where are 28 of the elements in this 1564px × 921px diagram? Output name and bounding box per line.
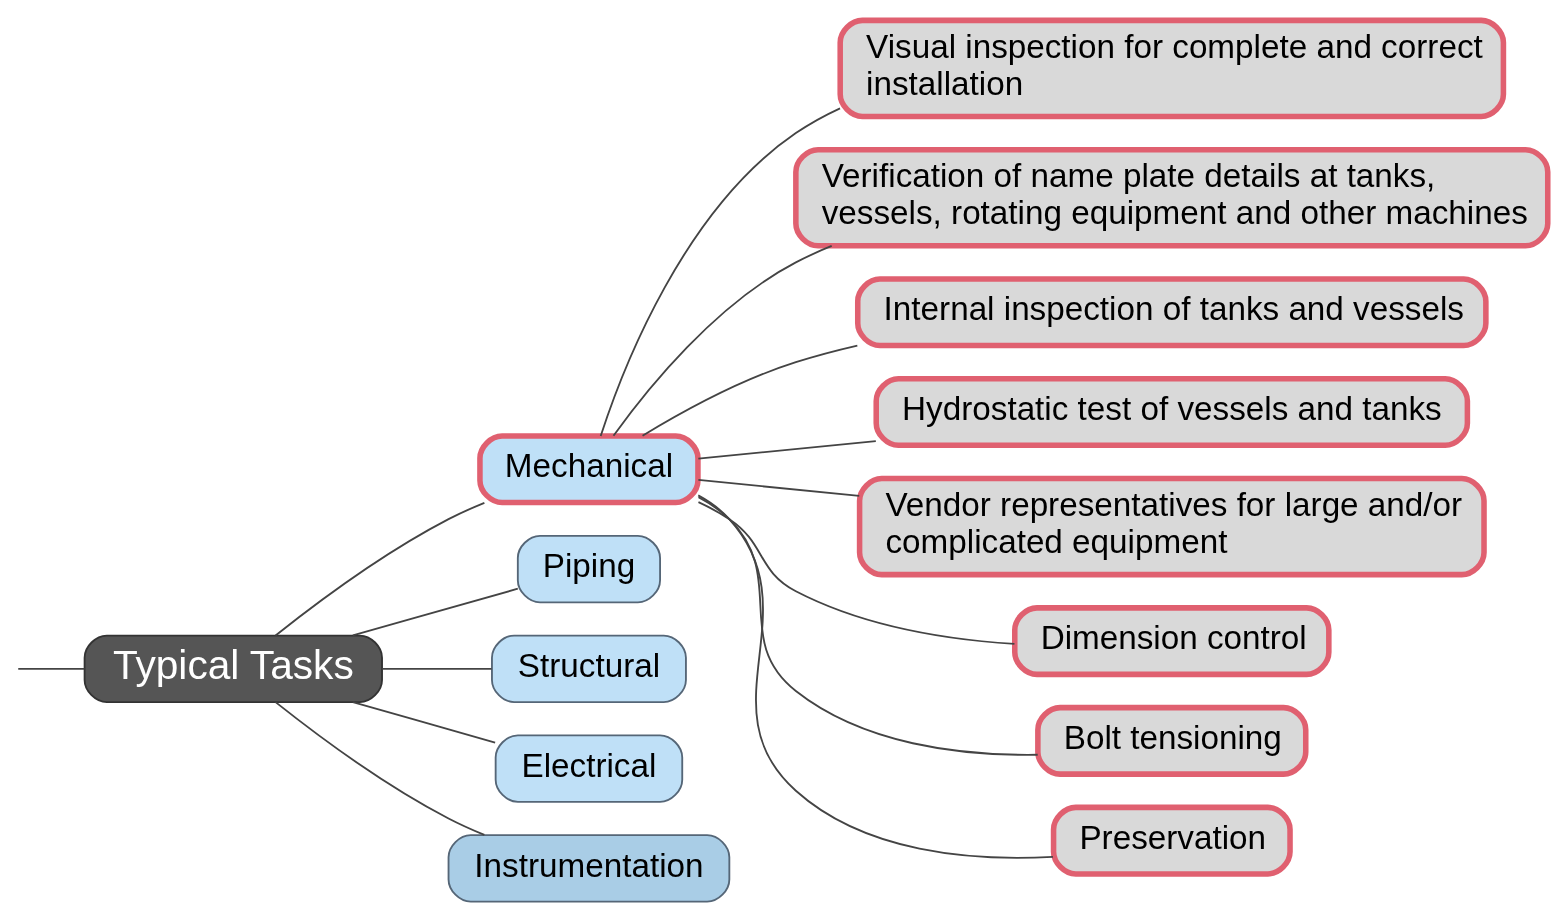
node-box: Piping: [516, 534, 661, 603]
connector: [641, 344, 859, 437]
node-box: Typical Tasks: [83, 634, 383, 703]
node-box: Mechanical: [477, 432, 701, 505]
connector: [351, 587, 519, 636]
node-box: Visual inspection for complete and correct installation: [837, 17, 1507, 119]
connector: [351, 700, 497, 743]
connector: [697, 478, 861, 497]
connector: [599, 106, 841, 437]
connector: [612, 244, 833, 437]
node-box: Dimension control: [1012, 604, 1332, 677]
node-box: Vendor representatives for large and/or complicated equipment: [856, 475, 1487, 577]
node-box: Bolt tensioning: [1035, 704, 1309, 777]
node-box: Preservation: [1050, 804, 1293, 877]
node-box: Verification of name plate details at tanks, vessels, rotating equipment and other machines: [793, 146, 1551, 249]
connector: [17, 667, 86, 670]
connector: [381, 667, 493, 670]
connector: [274, 700, 486, 836]
node-box: Instrumentation: [447, 833, 731, 903]
connector: [697, 439, 877, 460]
node-box: Electrical: [494, 733, 684, 803]
connector: [697, 495, 1039, 756]
connector: [274, 501, 486, 636]
node-box: Structural: [491, 634, 687, 703]
node-box: Internal inspection of tanks and vessels: [854, 275, 1489, 348]
connector: [697, 493, 1054, 859]
node-box: Hydrostatic test of vessels and tanks: [873, 375, 1471, 448]
connector: [697, 500, 1016, 645]
